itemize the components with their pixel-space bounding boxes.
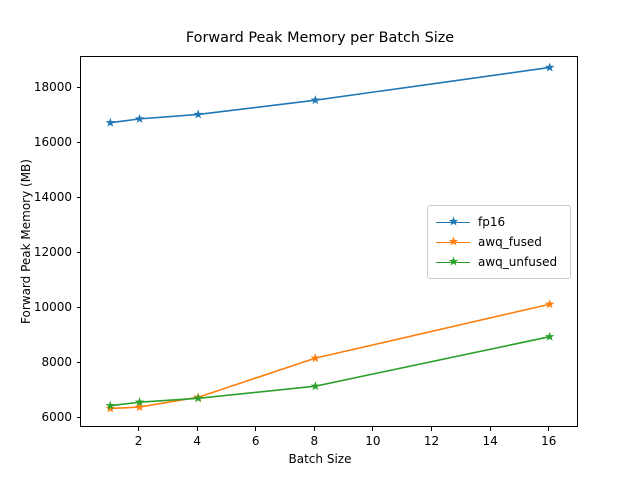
data-point-marker <box>105 400 116 410</box>
x-tick-label: 2 <box>134 434 143 448</box>
legend-item-fp16[interactable]: fp16 <box>436 212 562 232</box>
y-tick-mark <box>76 196 80 198</box>
x-tick-label: 8 <box>310 434 319 448</box>
data-point-marker <box>105 117 116 127</box>
y-tick-mark <box>76 251 80 253</box>
y-tick-label: 18000 <box>33 80 72 95</box>
data-point-marker <box>544 299 555 309</box>
legend-swatch <box>436 215 470 229</box>
x-axis-label: Batch Size <box>288 452 352 466</box>
data-point-marker <box>193 109 203 119</box>
x-tick-mark <box>372 427 374 431</box>
data-point-marker <box>544 62 555 72</box>
series-line <box>109 303 551 410</box>
x-tick-mark <box>138 427 140 431</box>
y-tick-mark <box>76 86 80 88</box>
y-tick-label: 16000 <box>33 135 72 150</box>
chart-lines-canvas <box>105 62 555 413</box>
legend-label: fp16 <box>478 215 506 229</box>
legend-swatch <box>436 255 470 269</box>
legend-star-icon <box>448 236 459 246</box>
y-tick-mark <box>76 361 80 363</box>
x-tick-label: 10 <box>365 434 381 448</box>
x-tick-label: 16 <box>541 434 557 448</box>
y-tick-label: 8000 <box>41 355 72 370</box>
series-awq_unfused <box>105 331 555 410</box>
y-tick-label: 12000 <box>33 245 72 260</box>
data-point-marker <box>134 402 145 412</box>
data-point-marker <box>544 331 555 341</box>
x-tick-mark <box>255 427 257 431</box>
y-tick-label: 6000 <box>41 410 72 425</box>
legend-star-icon <box>448 256 459 266</box>
series-fp16 <box>105 62 555 127</box>
data-point-marker <box>310 353 321 363</box>
data-point-marker <box>134 397 145 407</box>
data-point-marker <box>193 393 203 403</box>
legend-item-awq_unfused[interactable]: awq_unfused <box>436 252 562 272</box>
legend-label: awq_unfused <box>478 255 558 269</box>
x-tick-label: 6 <box>251 434 260 448</box>
x-tick-label: 12 <box>423 434 440 448</box>
y-tick-label: 10000 <box>33 300 72 315</box>
series-line <box>109 335 551 407</box>
y-axis-label: Forward Peak Memory (MB) <box>19 159 33 324</box>
y-tick-mark <box>76 416 80 418</box>
x-tick-mark <box>489 427 491 431</box>
data-point-marker <box>310 95 321 105</box>
y-tick-mark <box>76 141 80 143</box>
chart-legend[interactable]: fp16 awq_fused awq_unfused <box>427 205 571 279</box>
x-tick-mark <box>313 427 315 431</box>
legend-item-awq_fused[interactable]: awq_fused <box>436 232 562 252</box>
legend-label: awq_fused <box>478 235 542 249</box>
legend-star-icon <box>448 216 459 226</box>
series-line <box>109 66 551 124</box>
x-tick-label: 14 <box>482 434 498 448</box>
data-point-marker <box>134 113 145 123</box>
x-tick-mark <box>548 427 550 431</box>
legend-swatch <box>436 235 470 249</box>
data-point-marker <box>310 381 321 391</box>
x-tick-mark <box>196 427 198 431</box>
y-tick-mark <box>76 306 80 308</box>
data-point-marker <box>105 403 116 413</box>
x-tick-mark <box>430 427 433 431</box>
page-title: Forward Peak Memory per Batch Size <box>185 30 455 46</box>
y-tick-label: 14000 <box>33 190 72 205</box>
x-tick-label: 4 <box>193 434 201 448</box>
series-awq_fused <box>105 299 555 413</box>
